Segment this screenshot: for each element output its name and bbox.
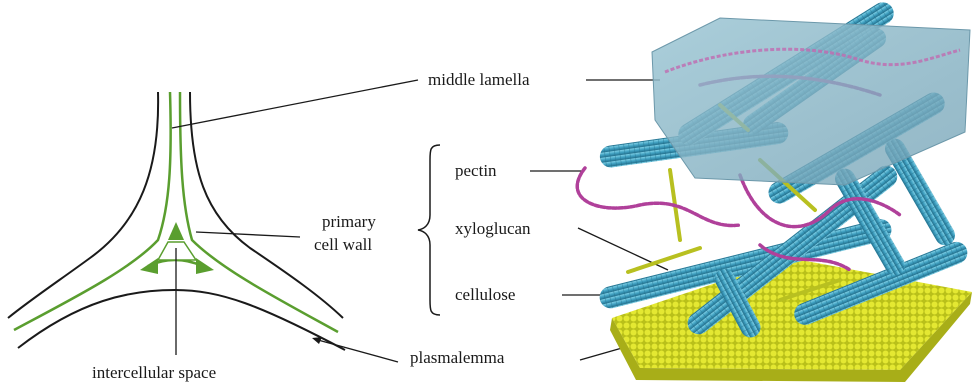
label-pectin: pectin [455, 161, 497, 180]
middle-lamella-sheet [652, 18, 970, 185]
label-intercellular-space: intercellular space [92, 363, 216, 382]
pointer-primary-wall [196, 232, 300, 237]
cell-wall-3d-model [577, 0, 972, 382]
wall-green-right [180, 92, 338, 332]
cell-outline-right [190, 92, 343, 318]
label-plasmalemma: plasmalemma [410, 348, 505, 367]
leader-plasmalemma [580, 348, 622, 360]
thickening-left [140, 258, 158, 274]
labels: middle lamella pectin primary cell wall … [92, 70, 668, 382]
label-middle-lamella: middle lamella [428, 70, 530, 89]
arrowhead-plasmalemma [312, 337, 322, 344]
pointer-middle-lamella [172, 80, 418, 128]
wall-green-left [14, 92, 171, 330]
label-primary: primary [322, 212, 376, 231]
thickening-top [168, 222, 184, 240]
pointer-plasmalemma [318, 340, 398, 362]
label-xyloglucan: xyloglucan [455, 219, 531, 238]
brace [418, 145, 440, 315]
thickening-right [196, 258, 214, 274]
label-cellulose: cellulose [455, 285, 515, 304]
cell-outline-left [8, 92, 158, 318]
intercellular-space-shape [158, 242, 196, 260]
cell-outline-bottom [18, 290, 345, 350]
label-cell-wall: cell wall [314, 235, 372, 254]
